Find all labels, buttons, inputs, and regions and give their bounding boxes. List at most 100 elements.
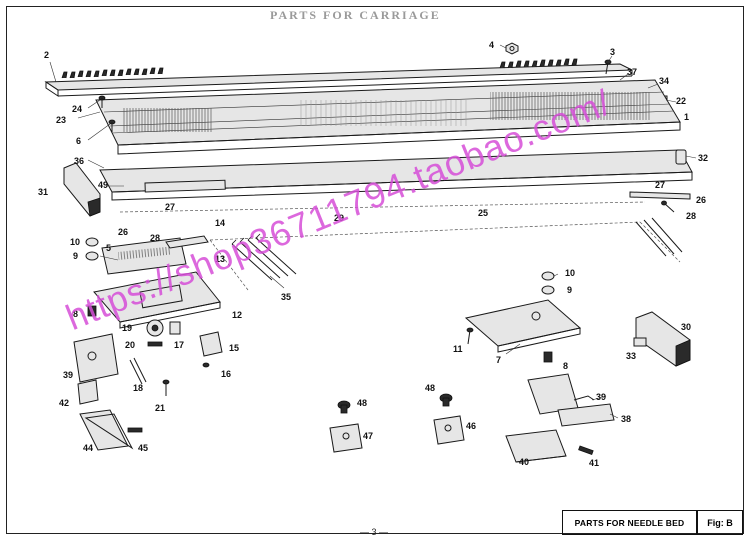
plate-part-38 — [557, 403, 615, 427]
plate-part-12 — [93, 271, 221, 329]
plates-part-44 — [79, 409, 134, 451]
callout-15: 15 — [229, 343, 240, 353]
callout-5: 5 — [106, 243, 112, 253]
callout-40: 40 — [519, 457, 530, 467]
callout-14: 14 — [215, 218, 226, 228]
callout-32: 32 — [698, 153, 709, 163]
page-frame — [6, 6, 744, 534]
callout-8-left: 8 — [73, 309, 79, 319]
base-part-46 — [433, 415, 465, 445]
figure-label: Fig: B — [697, 510, 743, 535]
callout-38: 38 — [621, 414, 632, 424]
callout-11: 11 — [453, 344, 463, 354]
knob-part-32 — [675, 149, 687, 165]
callout-46: 46 — [466, 421, 477, 431]
callout-39-left: 39 — [63, 370, 74, 380]
screw-part-21 — [162, 379, 170, 396]
screw-part-11 — [466, 327, 474, 345]
callout-27-left: 27 — [165, 202, 176, 212]
top-rail-part-2 — [44, 58, 633, 97]
callout-9-center: 9 — [567, 285, 573, 295]
callout-48-left: 48 — [357, 398, 368, 408]
callout-16: 16 — [221, 369, 232, 379]
callout-2: 2 — [44, 50, 50, 60]
needle-bed-part-1 — [95, 79, 681, 155]
bracket-part-15 — [199, 331, 223, 357]
callout-42: 42 — [59, 398, 70, 408]
leader-lines — [49, 44, 697, 419]
lower-rail-part-25 — [99, 149, 693, 201]
plate-part-7 — [464, 299, 582, 353]
callout-1: 1 — [684, 112, 690, 122]
nut-part-4 — [505, 42, 519, 55]
callout-36: 36 — [74, 156, 85, 166]
pin-part-45 — [127, 427, 143, 433]
needle-grooves-left — [122, 108, 212, 132]
end-cap-part-31 — [63, 162, 101, 217]
callout-3: 3 — [610, 47, 616, 57]
callout-6: 6 — [76, 136, 82, 146]
stud-part-8-center — [543, 351, 553, 363]
callout-21: 21 — [155, 403, 166, 413]
callout-28-right: 28 — [686, 211, 697, 221]
spring-set-part-35 — [231, 233, 297, 281]
callout-7: 7 — [496, 355, 502, 365]
callout-30: 30 — [681, 322, 692, 332]
clip-part-26-right — [629, 191, 691, 213]
callout-26-right: 26 — [696, 195, 707, 205]
callout-19: 19 — [122, 323, 133, 333]
callout-45: 45 — [138, 443, 149, 453]
screw-part-24 — [98, 95, 106, 108]
washer-part-10-center — [541, 271, 555, 281]
callout-37: 37 — [627, 67, 638, 77]
callout-27-right: 27 — [655, 180, 666, 190]
callout-28-left: 28 — [150, 233, 161, 243]
callout-9-left: 9 — [73, 251, 79, 261]
rail-pins-left — [61, 67, 164, 79]
callout-47: 47 — [363, 431, 374, 441]
callout-25: 25 — [478, 208, 489, 218]
callout-35: 35 — [281, 292, 292, 302]
page-number: — 3 — — [360, 527, 389, 537]
callout-41: 41 — [589, 458, 600, 468]
callout-20: 20 — [125, 340, 136, 350]
clip-part-33 — [633, 337, 647, 347]
pin-part-41 — [578, 445, 594, 456]
dashed-assembly-lines — [119, 201, 681, 291]
pin-part-20 — [147, 341, 163, 347]
callout-34: 34 — [659, 76, 670, 86]
callout-48-right: 48 — [425, 383, 436, 393]
callout-26-left: 26 — [118, 227, 129, 237]
callout-49: 49 — [98, 180, 109, 190]
rail-pins-right — [499, 58, 578, 69]
callout-29: 29 — [334, 213, 345, 223]
callout-12: 12 — [232, 310, 243, 320]
cam-part-39-left — [73, 333, 119, 383]
callout-17: 17 — [174, 340, 185, 350]
bushing-part-17 — [169, 321, 181, 335]
callout-23: 23 — [56, 115, 67, 125]
callout-33: 33 — [626, 351, 637, 361]
screw-part-6 — [108, 119, 116, 132]
callout-10-left: 10 — [70, 237, 81, 247]
callout-39-right: 39 — [596, 392, 607, 402]
washer-part-9-center — [541, 285, 555, 295]
callout-18: 18 — [133, 383, 144, 393]
rail-part-40 — [505, 429, 567, 463]
callout-4: 4 — [489, 40, 495, 50]
callout-31: 31 — [38, 187, 49, 197]
lever-part-42 — [77, 379, 99, 405]
ghost-header-text: PARTS FOR CARRIAGE — [270, 8, 441, 22]
callout-10-center: 10 — [565, 268, 576, 278]
gear-part-19 — [146, 319, 164, 337]
callout-24: 24 — [72, 104, 83, 114]
needle-grooves-right — [490, 92, 650, 120]
screw-part-16 — [202, 362, 210, 368]
callout-8-center: 8 — [563, 361, 569, 371]
callout-22: 22 — [676, 96, 687, 106]
stud-part-8-left — [87, 305, 97, 317]
title-block: PARTS FOR NEEDLE BED — [562, 510, 697, 535]
washer-part-10-left — [85, 237, 99, 247]
